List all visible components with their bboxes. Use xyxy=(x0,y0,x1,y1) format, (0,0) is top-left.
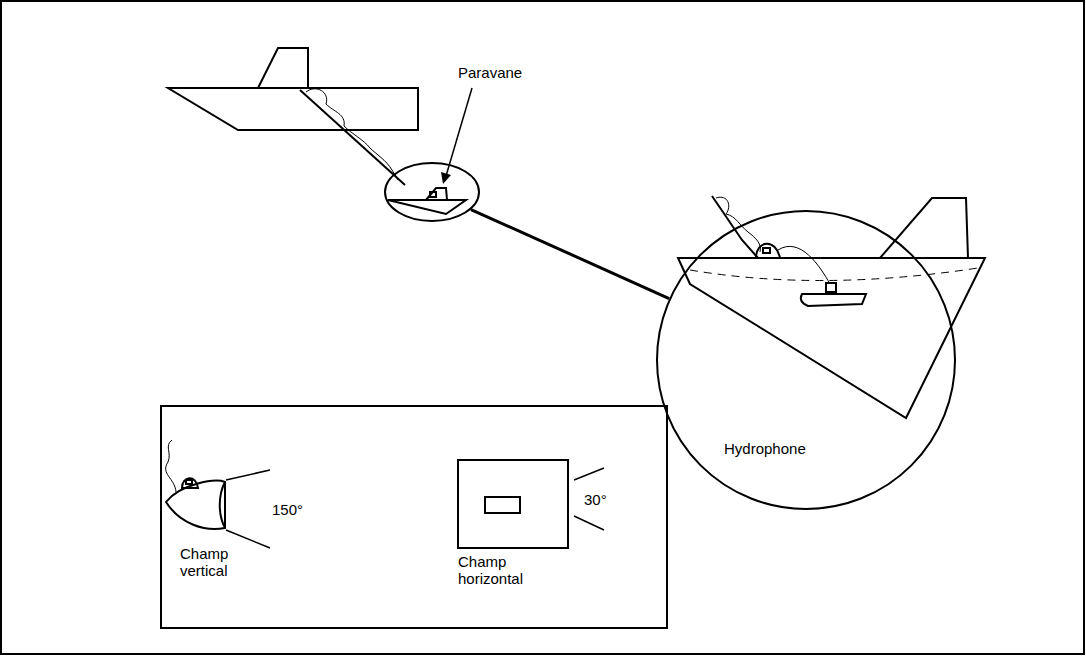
node-label: Champ horizontal xyxy=(458,553,548,587)
pointer-line xyxy=(446,88,472,176)
inset-box: Champ vertical 150° Champ horizontal 30° xyxy=(160,405,668,629)
zoom-connector xyxy=(471,210,669,299)
node-label: 150° xyxy=(272,501,303,518)
zoom-circle: Hydrophone xyxy=(656,210,956,510)
node-outline xyxy=(160,405,668,629)
node-label: Hydrophone xyxy=(724,440,806,457)
paravane-large xyxy=(678,196,985,418)
tow-cable xyxy=(300,90,405,185)
node-outline xyxy=(384,162,480,222)
signal-cable xyxy=(306,89,398,180)
outline-shape xyxy=(385,163,479,221)
node-label: 30° xyxy=(584,491,607,508)
node-label: Champ vertical xyxy=(180,545,250,579)
outline-shape xyxy=(657,211,955,509)
zoom-ellipse: Paravane xyxy=(384,162,480,222)
boat xyxy=(168,48,418,130)
node-outline xyxy=(656,210,956,510)
outline-shape xyxy=(161,406,667,628)
pointer-head xyxy=(441,172,451,184)
paravane-small xyxy=(388,188,466,214)
hydrophone-views xyxy=(166,440,604,548)
connector-line xyxy=(471,210,669,299)
node-label: Paravane xyxy=(458,64,522,81)
